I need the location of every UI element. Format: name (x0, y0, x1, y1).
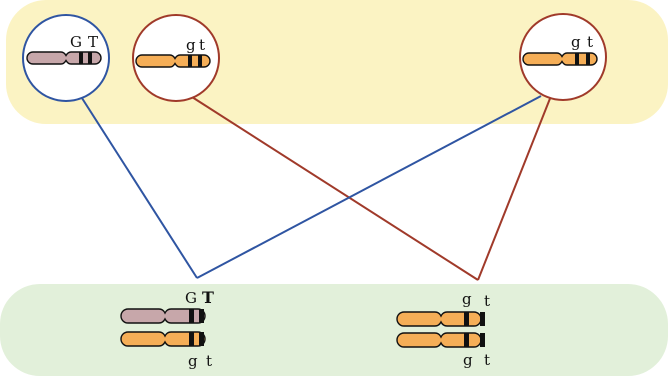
parent-2: g t (132, 14, 220, 102)
parent-3: g t (519, 13, 607, 101)
offspring-1-bottom-chromosome (120, 331, 206, 347)
offspring-1-bottom-allele-t: t (206, 352, 212, 370)
parent-1-to-offspring-1-line (79, 94, 198, 279)
offspring-2-bottom-allele-g: g (463, 351, 473, 369)
parent-3-to-offspring-2-line (477, 95, 552, 281)
offspring-1-bottom-allele-g: g (188, 352, 198, 370)
parent-1-chromosome (26, 51, 102, 65)
offspring-1-top-allele-t: T (202, 288, 214, 307)
parent-2-to-offspring-2-line (191, 96, 479, 281)
parent-3-to-offspring-1-line (196, 95, 542, 279)
parent-2-allele-g: g (186, 36, 196, 54)
parent-3-allele-t: t (587, 33, 593, 51)
parent-3-chromosome (522, 52, 598, 66)
parent-1: G T (22, 14, 110, 102)
parent-1-allele-g: G (70, 33, 82, 51)
offspring-2-bottom-allele-t: t (484, 351, 490, 369)
offspring-1-top-chromosome (120, 308, 206, 324)
offspring-2-bottom-chromosome (396, 332, 485, 348)
offspring-1-top-allele-g: G (185, 289, 197, 307)
offspring-1: G T g t (120, 288, 214, 370)
parent-2-chromosome (135, 54, 211, 68)
offspring-2-top-allele-g: g (462, 290, 472, 308)
offspring-2: g t g t (396, 290, 490, 369)
offspring-generation-band (0, 284, 668, 376)
parent-2-allele-t: t (199, 36, 205, 54)
parent-1-allele-t: T (88, 33, 98, 51)
offspring-2-top-chromosome (396, 311, 485, 327)
parent-3-allele-g: g (571, 33, 581, 51)
offspring-2-top-allele-t: t (484, 292, 490, 310)
